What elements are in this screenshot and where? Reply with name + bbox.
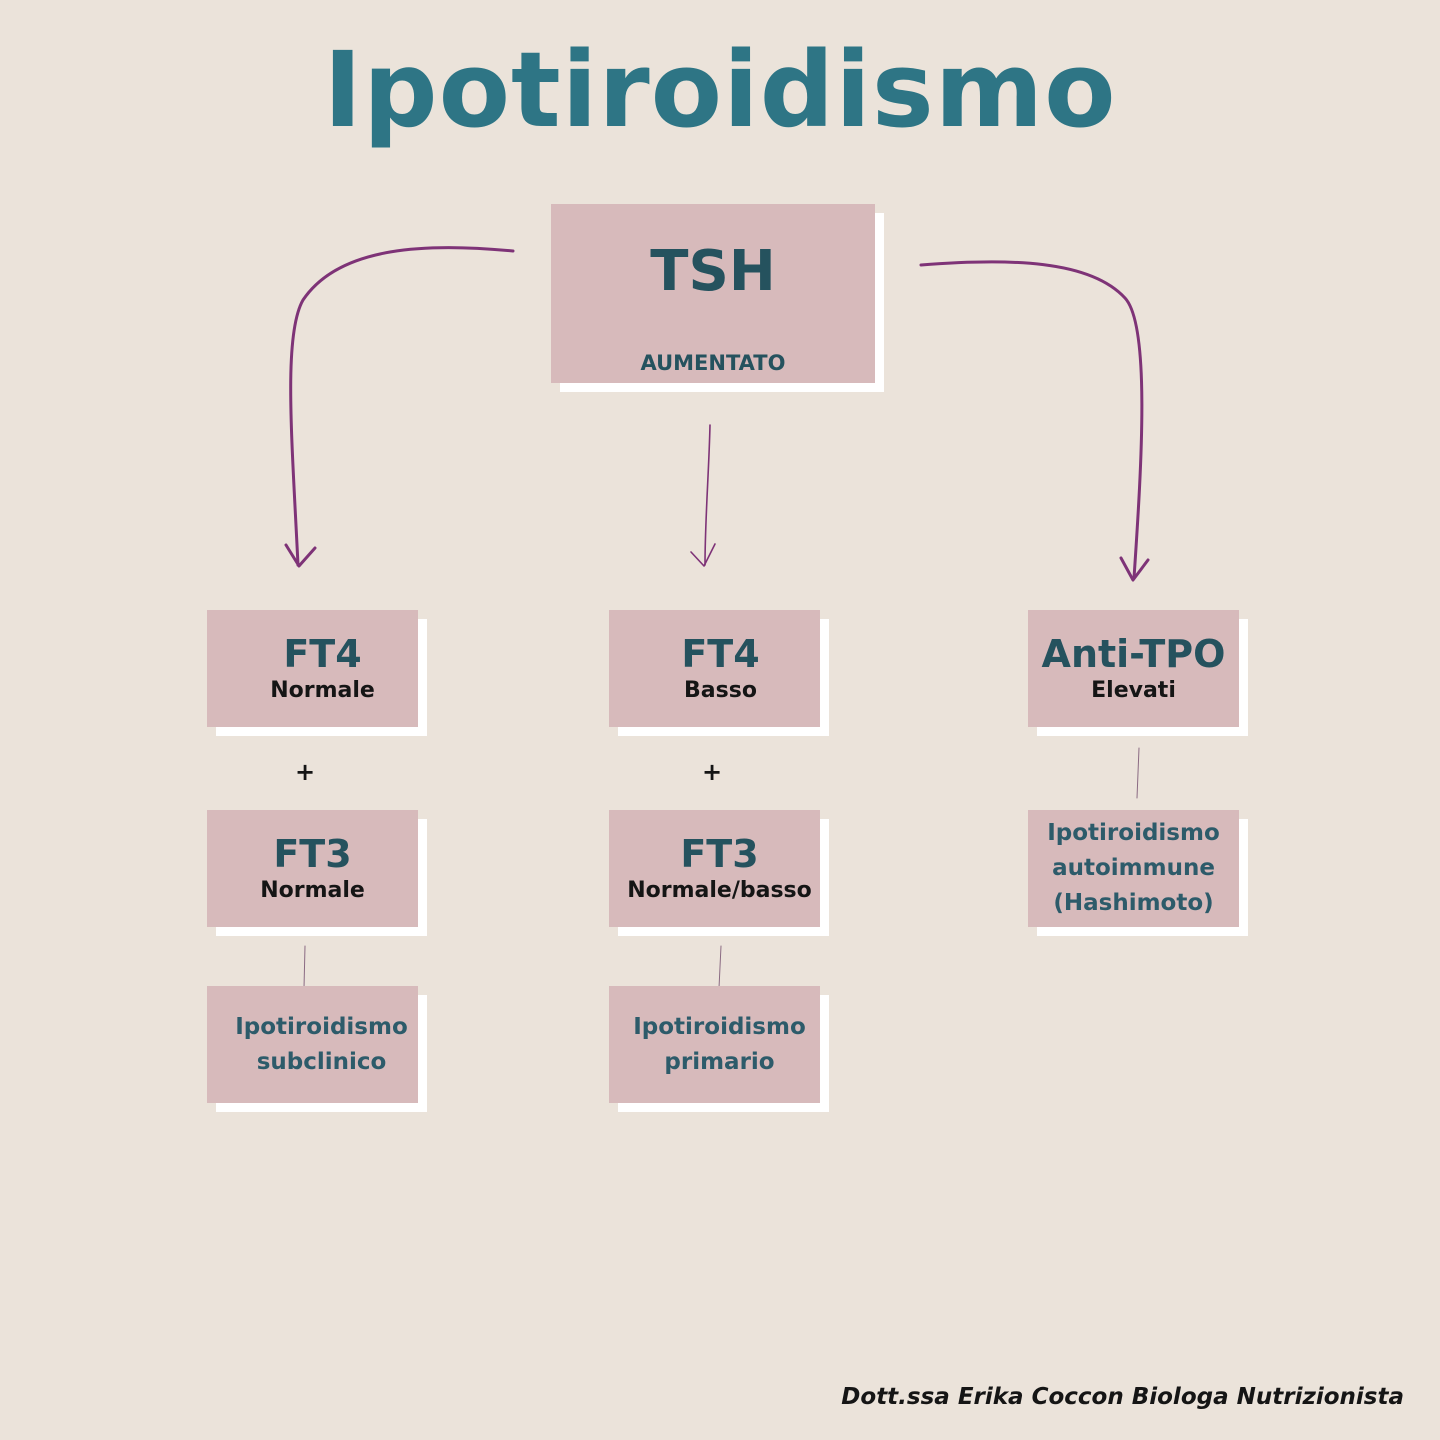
arrow-left	[289, 246, 515, 567]
plus-sign: +	[701, 758, 723, 786]
arrow-right	[919, 260, 1144, 580]
plus-sign: +	[294, 758, 316, 786]
ft3-value: Normale/basso	[627, 877, 812, 903]
tsh-box: TSH AUMENTATO	[551, 204, 875, 383]
tsh-value: AUMENTATO	[640, 351, 786, 375]
author-credit: Dott.ssa Erika Coccon Biologa Nutrizioni…	[841, 1384, 1404, 1410]
arrow-left-head	[284, 543, 317, 568]
result-line: Ipotiroidismo	[633, 1013, 806, 1040]
anti-tpo-value: Elevati	[1091, 677, 1176, 703]
ft3-label: FT3	[680, 831, 759, 876]
result-line: (Hashimoto)	[1053, 890, 1214, 916]
arrow-small-2	[718, 945, 722, 989]
ft4-label: FT4	[283, 631, 362, 676]
result-subclinico-box: Ipotiroidismo subclinico	[207, 986, 418, 1103]
result-primario-box: Ipotiroidismo primario	[609, 986, 820, 1103]
ft3-label: FT3	[273, 831, 352, 876]
ft3-normale-box: FT3 Normale	[207, 810, 418, 927]
ft4-value: Basso	[684, 677, 757, 703]
result-line: primario	[664, 1048, 775, 1075]
ft3-normale-basso-box: FT3 Normale/basso	[609, 810, 820, 927]
result-line: autoimmune	[1052, 855, 1215, 881]
ft4-label: FT4	[681, 631, 760, 676]
anti-tpo-label: Anti-TPO	[1041, 631, 1226, 676]
ft4-normale-box: FT4 Normale	[207, 610, 418, 727]
ft3-value: Normale	[260, 877, 365, 903]
page-title: Ipotiroidismo	[323, 29, 1117, 151]
anti-tpo-box: Anti-TPO Elevati	[1028, 610, 1239, 727]
arrow-center	[704, 424, 711, 566]
arrow-small-1	[303, 945, 306, 989]
tsh-label: TSH	[650, 239, 776, 304]
arrow-center-head	[690, 543, 716, 567]
result-line: Ipotiroidismo	[235, 1013, 408, 1040]
ft4-value: Normale	[270, 677, 375, 703]
result-line: Ipotiroidismo	[1047, 820, 1220, 846]
arrow-small-3	[1136, 747, 1140, 799]
result-line: subclinico	[256, 1048, 387, 1075]
ft4-basso-box: FT4 Basso	[609, 610, 820, 727]
arrow-right-head	[1119, 556, 1150, 582]
result-hashimoto-box: Ipotiroidismo autoimmune (Hashimoto)	[1028, 810, 1239, 927]
